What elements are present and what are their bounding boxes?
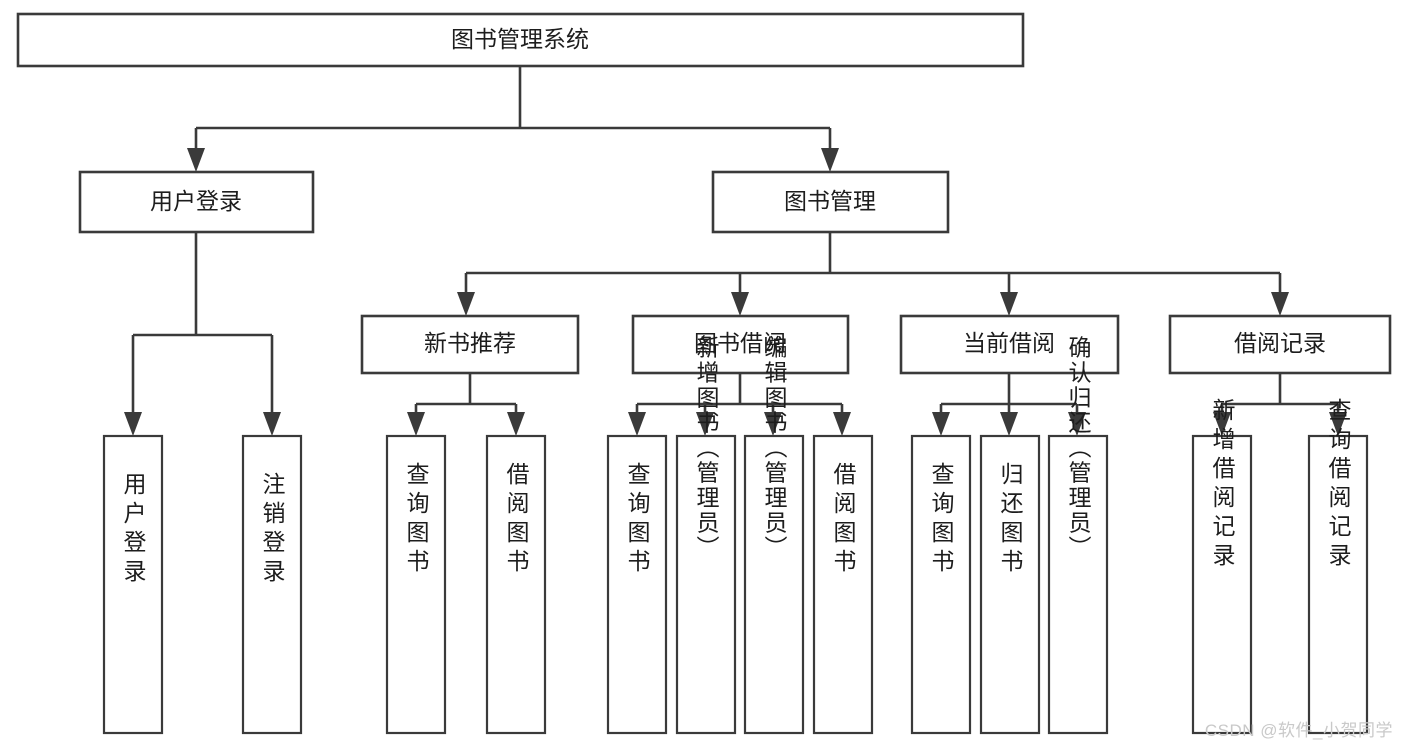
node-borrow-record[interactable]: 借阅记录 [1168,314,1392,375]
leaf-current-borrow-1-label: 归还图书 [997,462,1024,578]
node-new-book-recommend-label: 新书推荐 [424,330,516,356]
leaf-user-login-0[interactable]: 用户登录 [102,434,164,735]
connector-current-borrow-to-leaves [932,373,1086,436]
leaf-book-borrow-1-label: 新增图书（管理员） [693,336,720,561]
node-book-borrow-label: 图书借阅 [694,330,786,356]
leaf-user-login-1-label: 注销登录 [259,472,286,588]
node-user-login-label: 用户登录 [150,188,242,214]
leaf-current-borrow-2[interactable]: 确认归还（管理员） [1047,336,1109,735]
connector-book-borrow-to-leaves [628,373,851,436]
node-book-management-label: 图书管理 [784,188,876,214]
leaf-book-borrow-0[interactable]: 查询图书 [606,434,668,735]
leaf-borrow-record-1[interactable]: 查询借阅记录 [1307,398,1369,735]
leaf-borrow-record-0[interactable]: 新增借阅记录 [1191,398,1253,735]
node-book-borrow[interactable]: 图书借阅 [631,314,850,375]
node-root-system[interactable]: 图书管理系统 [16,12,1025,68]
node-book-management[interactable]: 图书管理 [711,170,950,234]
leaf-book-borrow-2[interactable]: 编辑图书（管理员） [743,336,805,735]
node-current-borrow[interactable]: 当前借阅 [899,314,1120,375]
connector-book-management-to-level3 [457,232,1289,316]
leaf-current-borrow-1[interactable]: 归还图书 [979,434,1041,735]
leaf-user-login-1[interactable]: 注销登录 [241,434,303,735]
leaf-current-borrow-0-label: 查询图书 [928,462,955,578]
leaf-book-borrow-2-label: 编辑图书（管理员） [761,336,788,561]
leaf-book-borrow-3-label: 借阅图书 [830,462,857,578]
leaf-new-book-recommend-1[interactable]: 借阅图书 [485,434,547,735]
leaf-new-book-recommend-0-label: 查询图书 [403,462,430,578]
leaf-current-borrow-2-label: 确认归还（管理员） [1065,336,1092,561]
node-current-borrow-label: 当前借阅 [963,330,1055,356]
leaf-book-borrow-3[interactable]: 借阅图书 [812,434,874,735]
leaf-borrow-record-0-label: 新增借阅记录 [1209,398,1236,572]
node-new-book-recommend[interactable]: 新书推荐 [360,314,580,375]
leaf-user-login-0-label: 用户登录 [120,472,147,588]
connector-new-book-to-leaves [407,373,525,436]
leaf-current-borrow-0[interactable]: 查询图书 [910,434,972,735]
node-user-login[interactable]: 用户登录 [78,170,315,234]
node-borrow-record-label: 借阅记录 [1234,330,1326,356]
leaf-book-borrow-0-label: 查询图书 [624,462,651,578]
leaf-book-borrow-1[interactable]: 新增图书（管理员） [675,336,737,735]
leaf-borrow-record-1-label: 查询借阅记录 [1325,398,1352,572]
leaf-new-book-recommend-1-label: 借阅图书 [503,462,530,578]
connector-user-login-to-leaves [124,232,281,436]
leaf-new-book-recommend-0[interactable]: 查询图书 [385,434,447,735]
connector-root-to-level2 [187,66,839,172]
connector-borrow-record-to-leaves [1213,373,1347,436]
node-root-system-label: 图书管理系统 [451,26,589,52]
csdn-watermark: CSDN @软件_小贺同学 [1204,721,1393,740]
